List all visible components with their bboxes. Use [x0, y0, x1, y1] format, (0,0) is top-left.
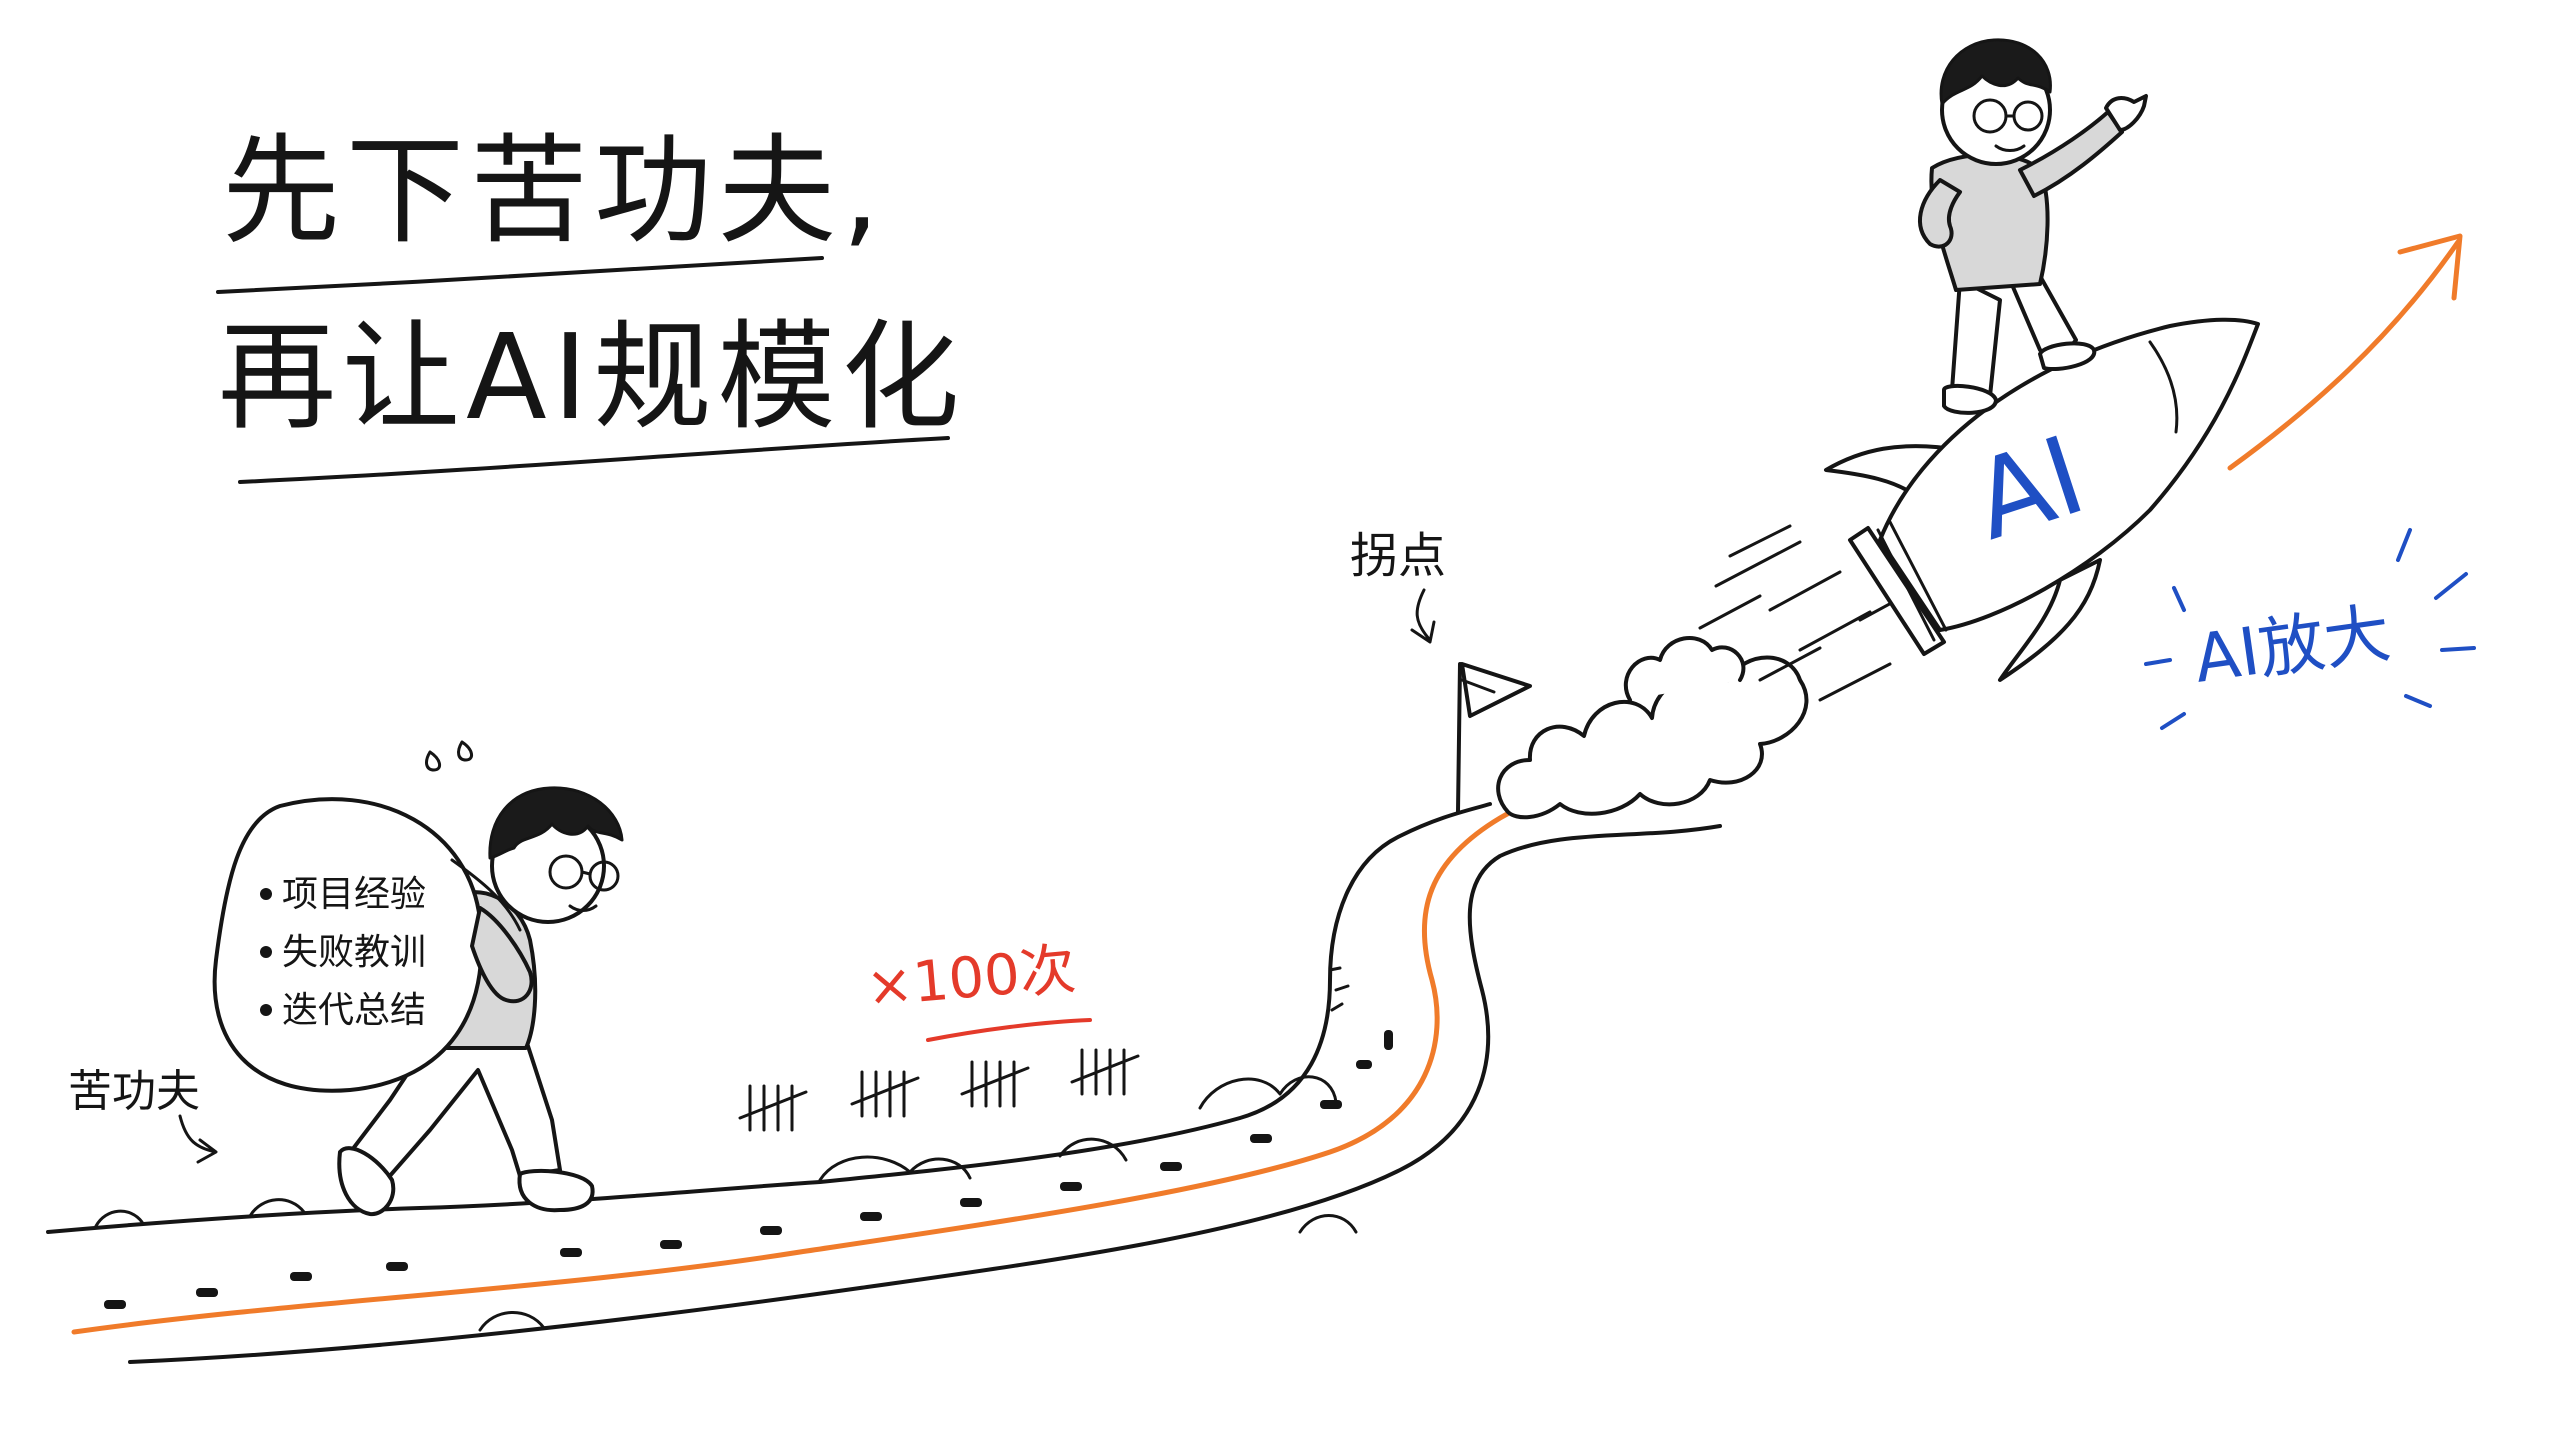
turning-point-flag: 拐点	[1350, 528, 1532, 814]
turning-point-label: 拐点	[1350, 528, 1446, 584]
growth-path-line	[71, 715, 1743, 1335]
speed-lines	[1698, 524, 1910, 702]
ai-amplify-label: AI放大	[2190, 594, 2395, 698]
repeat-count-underline	[926, 1018, 1092, 1042]
title-line-2: 再让AI规模化	[218, 308, 966, 446]
title-block: 先下苦功夫, 再让AI规模化	[216, 122, 966, 484]
hardworking-person	[212, 740, 624, 1217]
title-underline-1	[216, 256, 824, 294]
sack-item: 迭代总结	[282, 990, 426, 1031]
sack-items-list: 项目经验 失败教训 迭代总结	[260, 874, 426, 1031]
footprints	[104, 1030, 1393, 1309]
sack-item: 失败教训	[282, 932, 426, 973]
pointing-person	[1918, 38, 2148, 415]
repeat-count-label: ×100次	[864, 937, 1079, 1020]
title-line-1: 先下苦功夫,	[222, 122, 886, 260]
sack-item: 项目经验	[282, 874, 426, 915]
ai-rocket: AI	[1824, 317, 2260, 682]
growth-arrow-head	[2397, 233, 2463, 301]
burden-sack	[212, 797, 484, 1093]
ai-amplify-callout: AI放大	[2144, 528, 2476, 730]
growth-arrow	[2227, 239, 2461, 471]
hard-work-label: 苦功夫	[68, 1066, 200, 1117]
tally-marks	[738, 1048, 1140, 1132]
title-underline-2	[238, 436, 950, 484]
rocket-exhaust-clouds	[1496, 635, 1809, 820]
hard-work-arrow	[178, 1114, 218, 1164]
